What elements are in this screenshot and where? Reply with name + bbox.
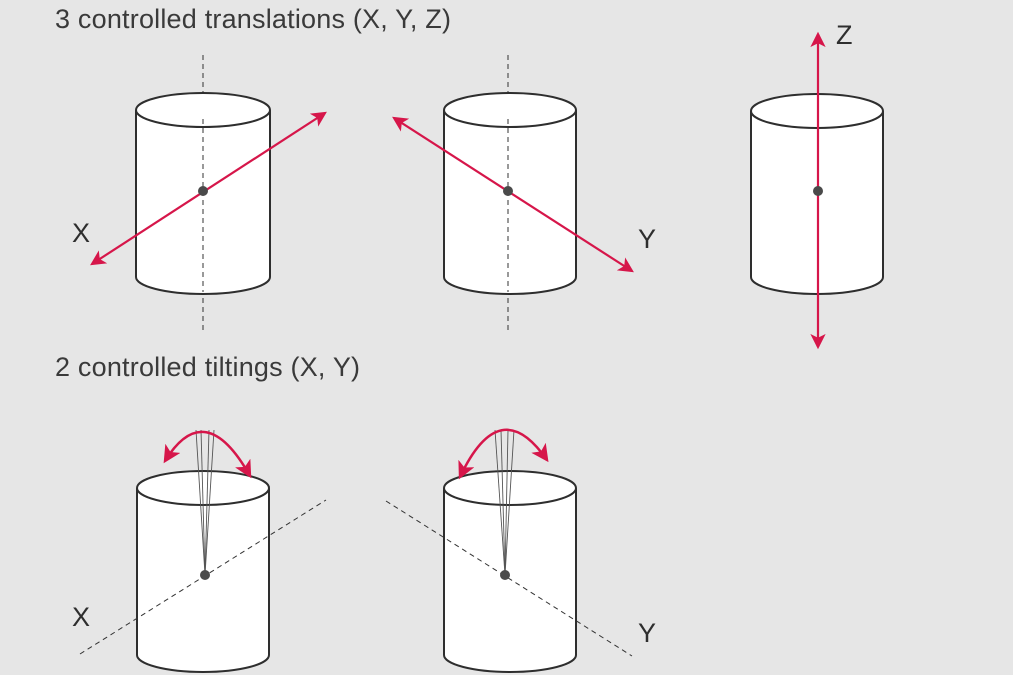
cylinder-translation-z bbox=[750, 31, 884, 350]
center-point bbox=[198, 186, 208, 196]
cylinder-body bbox=[136, 488, 270, 673]
pivot-point bbox=[500, 570, 510, 580]
center-point bbox=[503, 186, 513, 196]
pivot-point bbox=[200, 570, 210, 580]
y-tilt-arrow bbox=[458, 428, 549, 480]
tilt-axis-y bbox=[385, 500, 633, 657]
x-tilt-arrow bbox=[163, 430, 252, 479]
x-translation-arrow bbox=[90, 111, 327, 266]
y-translation-arrow bbox=[392, 116, 634, 273]
translations-heading: 3 controlled translations (X, Y, Z) bbox=[55, 4, 452, 34]
translation-z-label: Z bbox=[836, 20, 853, 50]
translation-y-label: Y bbox=[638, 224, 657, 254]
cylinder-tilting-y bbox=[385, 428, 633, 673]
translation-x-label: X bbox=[72, 218, 91, 248]
cylinder-tilting-x bbox=[79, 429, 327, 673]
cylinder-translation-y bbox=[392, 55, 634, 332]
tilting-x-label: X bbox=[72, 602, 91, 632]
center-point bbox=[813, 186, 823, 196]
cylinder-translation-x bbox=[90, 55, 327, 332]
tilting-y-label: Y bbox=[638, 618, 657, 648]
cylinder-top bbox=[443, 92, 577, 128]
cylinder-body bbox=[443, 488, 577, 673]
cylinder-body bbox=[443, 110, 577, 295]
tiltings-heading: 2 controlled tiltings (X, Y) bbox=[55, 352, 361, 382]
